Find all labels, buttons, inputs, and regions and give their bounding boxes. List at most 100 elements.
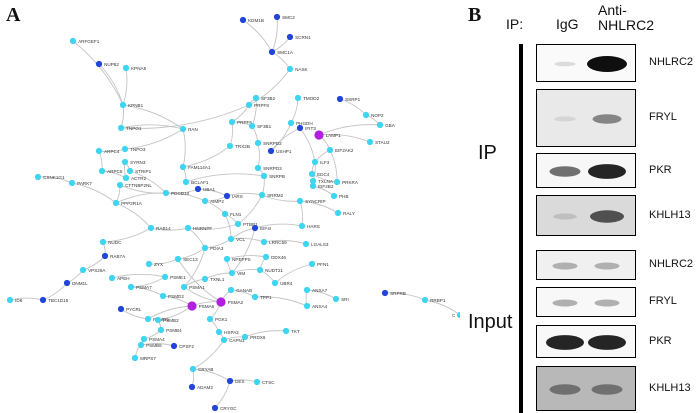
network-node: NUDC	[99, 238, 122, 246]
network-node-label: FAM114A1	[188, 165, 211, 170]
blot-band-area	[554, 56, 627, 72]
network-node: KDM1B	[239, 16, 264, 24]
network-node-dot	[262, 253, 270, 261]
network-node-dot	[201, 244, 209, 252]
network-node-dot	[162, 189, 170, 197]
network-node: TNPO3	[121, 145, 146, 153]
network-node-dot	[179, 125, 187, 133]
network-node-dot	[302, 240, 310, 248]
network-node-dot	[179, 163, 187, 171]
network-edge	[102, 227, 152, 243]
network-node-label: SRPRB	[390, 291, 406, 296]
network-node-label: STRIP1	[135, 169, 152, 174]
blot-band-area	[553, 210, 624, 223]
network-node-dot	[376, 121, 384, 129]
network-node: MRPS7	[131, 354, 156, 362]
network-node: HNRNPF	[184, 224, 212, 232]
network-edge	[122, 67, 128, 106]
blot-band-area	[549, 384, 623, 395]
network-node-label: RAB14	[156, 226, 171, 231]
network-node: RAB14	[147, 224, 171, 232]
network-node: C	[452, 311, 460, 319]
network-node-label: SEC13	[183, 257, 198, 262]
network-node-dot	[170, 342, 178, 350]
igg-lane-header: IgG	[556, 16, 579, 32]
blot-band-area	[546, 335, 626, 350]
anti-band	[594, 299, 620, 307]
network-edge	[244, 330, 287, 338]
blot-band-area	[552, 299, 620, 307]
network-node: VCL	[227, 235, 245, 243]
network-edge	[150, 227, 189, 231]
network-node-label: IFIT3	[305, 126, 316, 131]
anti-band	[590, 210, 624, 223]
network-node: APEH	[108, 274, 130, 282]
network-node-label: EIF2B2	[318, 184, 334, 189]
network-node-label: CTSC	[262, 380, 275, 385]
network-node-dot	[366, 138, 374, 146]
network-edge	[182, 145, 231, 168]
network-node: TNPO1	[117, 124, 142, 132]
network-node-dot	[39, 296, 47, 304]
network-edge	[329, 149, 338, 183]
network-node-label: RAN	[188, 127, 198, 132]
network-node-dot	[303, 286, 311, 294]
network-node-dot	[112, 199, 120, 207]
igg-band	[552, 262, 578, 270]
network-node: PSME1	[161, 273, 186, 281]
network-node: SNRPB	[260, 172, 285, 180]
network-node: PSMD5	[144, 315, 169, 323]
network-node-label: NUDC	[108, 240, 122, 245]
network-node-dot	[241, 333, 249, 341]
network-node-label: PSMD5	[153, 317, 169, 322]
network-node-dot	[245, 101, 253, 109]
input-section-bar	[519, 250, 523, 413]
network-node-label: LRRC59	[269, 240, 287, 245]
network-node: TKT	[282, 327, 300, 335]
network-edge	[271, 16, 278, 53]
network-edge	[177, 258, 222, 303]
network-node-dot	[127, 283, 135, 291]
network-node-dot	[159, 292, 167, 300]
network-node-label: PSMD2	[168, 294, 184, 299]
input-blot-fryl	[536, 287, 636, 317]
network-node: EIF2B2	[309, 182, 334, 190]
network-node-dot	[154, 316, 162, 324]
network-node-label: EIF4I	[260, 226, 271, 231]
network-node-label: VPS26A	[88, 268, 106, 273]
network-node-label: ILF3	[320, 160, 330, 165]
network-node-dot	[260, 172, 268, 180]
network-node-label: NUDT21	[265, 268, 283, 273]
network-node-dot	[334, 209, 342, 217]
network-node-label: TMOD2	[303, 96, 320, 101]
network-edge	[274, 263, 313, 284]
network-node-dot	[189, 365, 197, 373]
network-node-dot	[421, 296, 429, 304]
network-node: STAU2	[366, 138, 390, 146]
network-node-dot	[308, 170, 316, 178]
network-node: SMC1A	[268, 48, 294, 56]
network-node: UBR4	[271, 279, 293, 287]
network-node-dot	[332, 295, 340, 303]
network-node-dot	[188, 383, 196, 391]
network-node-label: SNRPB	[269, 174, 285, 179]
network-node: TMOD2	[294, 94, 320, 102]
network-node-label: MRPS7	[140, 356, 156, 361]
network-node-dot	[456, 311, 460, 319]
network-node-dot	[294, 94, 302, 102]
anti-band	[588, 335, 626, 350]
network-node-dot	[227, 286, 235, 294]
network-node-label: KDM1B	[248, 18, 264, 23]
network-node-label: PRDX6	[250, 335, 266, 340]
network-node-dot	[309, 182, 317, 190]
network-node: IARS	[223, 192, 243, 200]
network-node-dot	[68, 179, 76, 187]
network-node: PRPF8	[245, 101, 269, 109]
network-node: DDX46	[262, 253, 286, 261]
network-node: PSMA1	[180, 283, 205, 291]
network-node-label: IARS	[232, 194, 243, 199]
network-node-label: TXNL1	[210, 277, 225, 282]
network-node: PSMA6	[187, 301, 215, 311]
network-node: FAM114A1	[179, 163, 211, 171]
network-node-dot	[201, 275, 209, 283]
